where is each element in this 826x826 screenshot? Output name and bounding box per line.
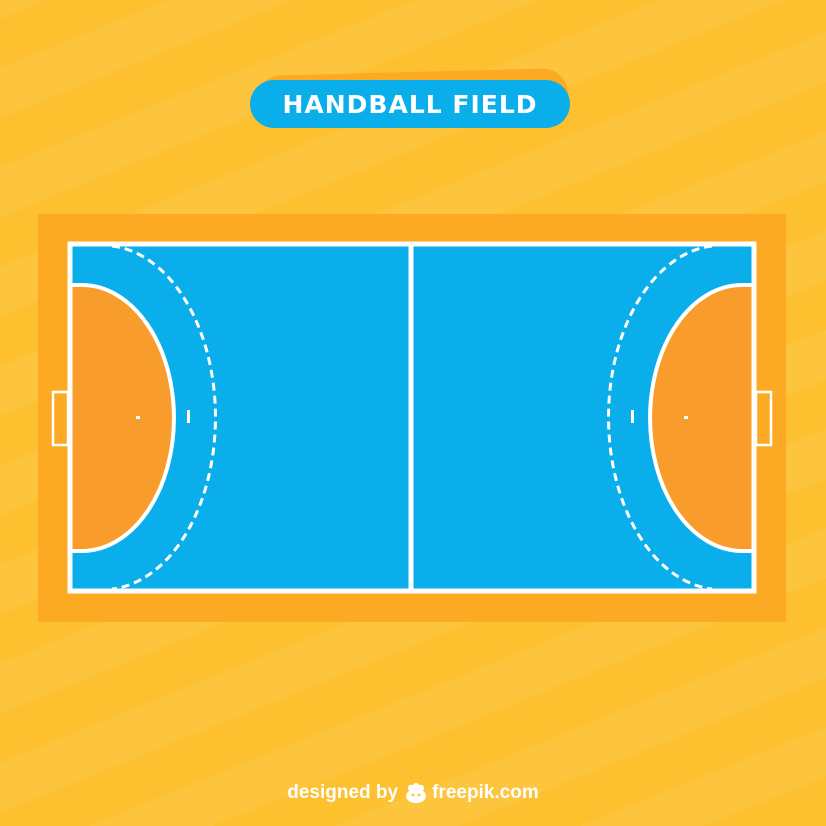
left-goal xyxy=(51,390,70,447)
right-free-throw-line xyxy=(607,244,713,591)
right-goal-area xyxy=(650,285,754,551)
footer-prefix: designed by xyxy=(287,782,399,803)
left-goal-area-line xyxy=(70,283,176,553)
title-banner: HANDBALL FIELD xyxy=(250,67,572,132)
left-free-throw-line xyxy=(111,244,217,591)
footer-credit: designed by freepik.com xyxy=(0,779,826,807)
right-goal xyxy=(754,390,773,447)
freepik-logo-icon xyxy=(406,782,427,803)
footer-brand: freepik.com xyxy=(432,782,539,803)
right-goal-area-line xyxy=(648,283,754,553)
title-pill: HANDBALL FIELD xyxy=(250,80,570,128)
right-penalty-mark xyxy=(631,410,634,423)
right-goalkeeper-mark xyxy=(684,416,688,419)
left-goalkeeper-mark xyxy=(136,416,140,419)
left-penalty-mark xyxy=(187,410,190,423)
left-goal-area xyxy=(70,285,174,551)
page-title: HANDBALL FIELD xyxy=(282,89,538,119)
